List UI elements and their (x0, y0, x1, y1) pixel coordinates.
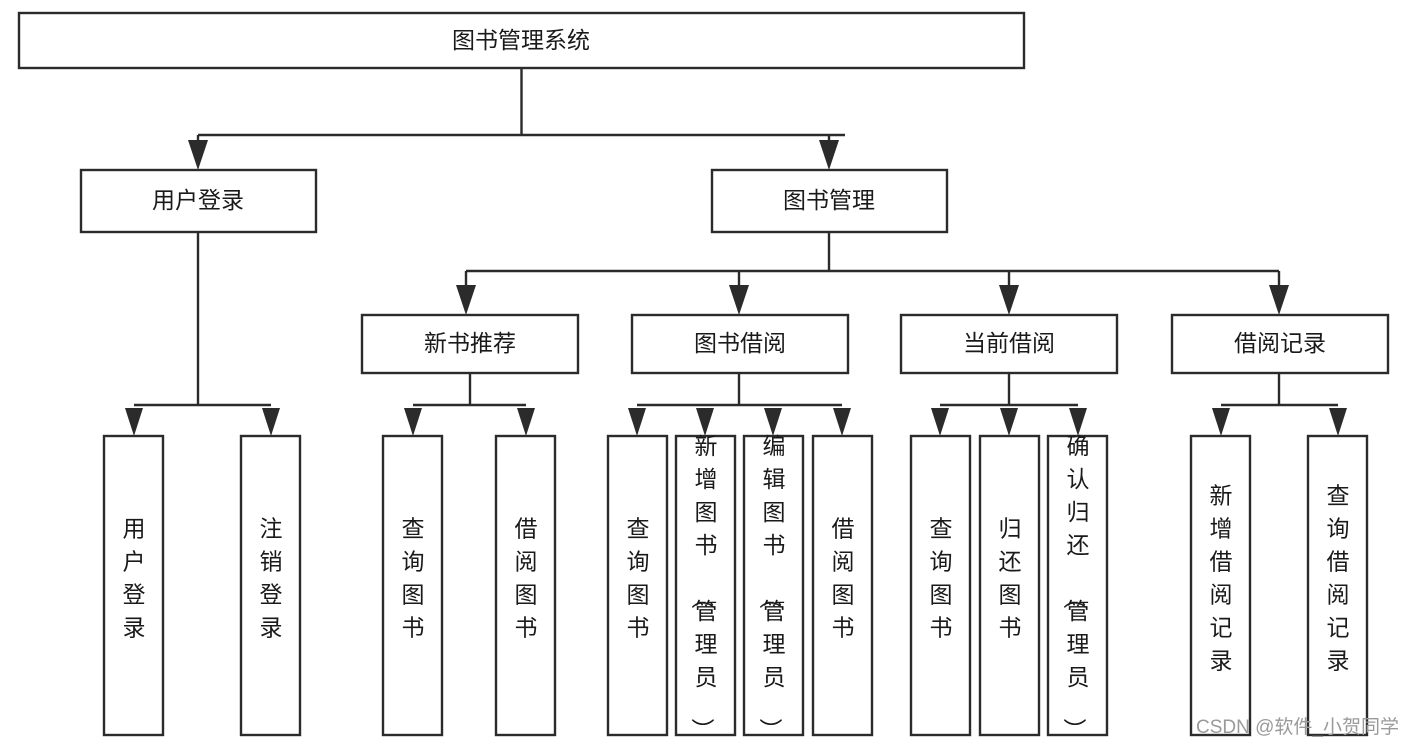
arrowhead-book-borrow (729, 285, 749, 315)
node-current-borrow-label: 当前借阅 (963, 330, 1055, 356)
node-leaf-query-book-3[interactable]: 查询图书 (909, 434, 972, 737)
node-leaf-return-book-box[interactable] (978, 434, 1041, 737)
node-leaf-query-book-1[interactable]: 查询图书 (381, 434, 444, 737)
node-leaf-query-record-label: 查询借阅记录 (1327, 483, 1350, 674)
node-book-borrow-box[interactable] (630, 313, 850, 375)
node-leaf-user-login[interactable]: 用户登录 (102, 434, 165, 737)
arrowhead-borrow-record (1269, 285, 1289, 315)
arrowhead-leaf-add-book (696, 408, 714, 436)
node-leaf-confirm-return-box[interactable] (1046, 434, 1109, 737)
node-leaf-add-book[interactable]: 新增图书（管理员） (674, 433, 737, 741)
node-book-borrow-label: 图书借阅 (694, 330, 786, 356)
arrowhead-leaf-user-logout (262, 408, 280, 436)
node-user-login[interactable]: 用户登录 (79, 168, 318, 234)
node-leaf-confirm-return[interactable]: 确认归还（管理员） (1046, 433, 1109, 741)
connector-group-user-login (125, 232, 280, 436)
node-leaf-borrow-book-2[interactable]: 借阅图书 (811, 434, 874, 737)
node-book-manage[interactable]: 图书管理 (710, 168, 949, 234)
node-leaf-user-logout-label: 注销登录 (260, 516, 283, 641)
node-leaf-borrow-book-1-box[interactable] (494, 434, 557, 737)
node-leaf-return-book[interactable]: 归还图书 (978, 434, 1041, 737)
arrowhead-new-book-recommend (456, 285, 476, 315)
arrowhead-leaf-confirm-return (1069, 408, 1087, 436)
arrowhead-book-manage (819, 140, 839, 170)
arrowhead-current-borrow (999, 285, 1019, 315)
node-leaf-query-book-2[interactable]: 查询图书 (606, 434, 669, 737)
node-leaf-borrow-book-2-label: 借阅图书 (832, 516, 855, 641)
node-leaf-query-book-1-label: 查询图书 (402, 516, 425, 641)
node-leaf-query-book-3-label: 查询图书 (930, 516, 953, 641)
node-leaf-query-book-2-box[interactable] (606, 434, 669, 737)
node-book-manage-label: 图书管理 (783, 187, 875, 213)
node-root-box[interactable] (17, 11, 1026, 70)
node-leaf-borrow-book-2-box[interactable] (811, 434, 874, 737)
node-leaf-add-record-box[interactable] (1189, 434, 1252, 737)
node-leaf-return-book-label: 归还图书 (999, 516, 1022, 641)
node-leaf-query-book-2-label: 查询图书 (627, 516, 650, 641)
connector-group-book-borrow (628, 373, 851, 436)
connector-group-new-book-recommend (404, 373, 535, 436)
node-root-label: 图书管理系统 (452, 27, 590, 53)
node-leaf-user-logout-box[interactable] (239, 434, 302, 737)
node-current-borrow-box[interactable] (899, 313, 1119, 375)
node-borrow-record[interactable]: 借阅记录 (1170, 313, 1390, 375)
node-leaf-add-record-label: 新增借阅记录 (1210, 483, 1233, 674)
node-leaf-user-login-box[interactable] (102, 434, 165, 737)
arrowhead-leaf-borrow-book-1 (517, 408, 535, 436)
node-leaf-borrow-book-1[interactable]: 借阅图书 (494, 434, 557, 737)
node-new-book-recommend-label: 新书推荐 (424, 330, 516, 356)
node-user-login-box[interactable] (79, 168, 318, 234)
node-leaf-add-record[interactable]: 新增借阅记录 (1189, 434, 1252, 737)
connector-group-current-borrow (931, 373, 1087, 436)
arrowhead-leaf-query-book-2 (628, 408, 646, 436)
arrowhead-leaf-borrow-book-2 (833, 408, 851, 436)
arrowhead-user-login (188, 140, 208, 170)
arrowhead-leaf-query-record (1329, 408, 1347, 436)
node-leaf-confirm-return-label: 确认归还（管理员） (1062, 433, 1090, 741)
connector-group-root (188, 68, 845, 170)
node-leaf-user-logout[interactable]: 注销登录 (239, 434, 302, 737)
arrowhead-leaf-query-book-1 (404, 408, 422, 436)
arrowhead-leaf-user-login (125, 408, 143, 436)
node-new-book-recommend-box[interactable] (360, 313, 580, 375)
node-leaf-add-book-label: 新增图书（管理员） (690, 433, 718, 741)
node-book-borrow[interactable]: 图书借阅 (630, 313, 850, 375)
node-leaf-query-book-1-box[interactable] (381, 434, 444, 737)
connector-group-book-manage (456, 232, 1289, 315)
node-leaf-edit-book-label: 编辑图书（管理员） (758, 433, 786, 741)
node-leaf-edit-book-box[interactable] (742, 434, 805, 737)
node-leaf-borrow-book-1-label: 借阅图书 (515, 516, 538, 641)
node-leaf-query-record[interactable]: 查询借阅记录 (1306, 434, 1369, 737)
node-book-manage-box[interactable] (710, 168, 949, 234)
node-user-login-label: 用户登录 (152, 187, 244, 213)
node-current-borrow[interactable]: 当前借阅 (899, 313, 1119, 375)
node-leaf-add-book-box[interactable] (674, 434, 737, 737)
arrowhead-leaf-return-book (1000, 408, 1018, 436)
node-leaf-query-record-box[interactable] (1306, 434, 1369, 737)
csdn-watermark: CSDN @软件_小贺同学 (1196, 716, 1399, 738)
node-new-book-recommend[interactable]: 新书推荐 (360, 313, 580, 375)
connector-group-borrow-record (1212, 373, 1347, 436)
node-leaf-user-login-label: 用户登录 (123, 516, 146, 641)
arrowhead-leaf-query-book-3 (931, 408, 949, 436)
arrowhead-leaf-add-record (1212, 408, 1230, 436)
node-leaf-query-book-3-box[interactable] (909, 434, 972, 737)
node-borrow-record-box[interactable] (1170, 313, 1390, 375)
node-borrow-record-label: 借阅记录 (1234, 330, 1326, 356)
node-root[interactable]: 图书管理系统 (17, 11, 1026, 70)
node-leaf-edit-book[interactable]: 编辑图书（管理员） (742, 433, 805, 741)
arrowhead-leaf-edit-book (764, 408, 782, 436)
